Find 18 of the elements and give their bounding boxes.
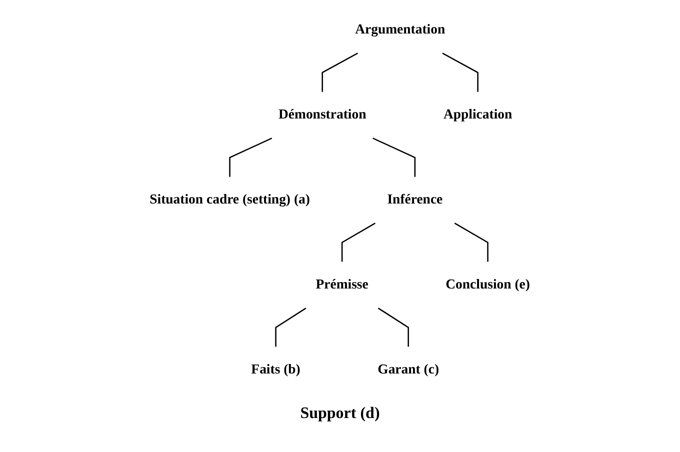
node-label: Support (d): [300, 405, 380, 423]
connector: [442, 52, 479, 92]
connector: [229, 138, 272, 177]
connector: [322, 52, 358, 92]
node-text: Garant (c): [378, 362, 440, 377]
connector: [454, 222, 489, 262]
node-text: Conclusion (e): [446, 277, 530, 292]
node-text: Argumentation: [355, 22, 446, 37]
connector: [378, 308, 410, 347]
node-text: Démonstration: [278, 107, 366, 122]
node-text: Inférence: [387, 192, 443, 207]
node-text: Faits (b): [251, 362, 301, 377]
node-text: Situation cadre (setting) (a): [150, 192, 310, 207]
connector: [342, 222, 376, 262]
connector: [372, 138, 416, 177]
node-text: Application: [444, 107, 512, 122]
connector: [275, 308, 306, 347]
node-text: Prémisse: [316, 277, 369, 292]
